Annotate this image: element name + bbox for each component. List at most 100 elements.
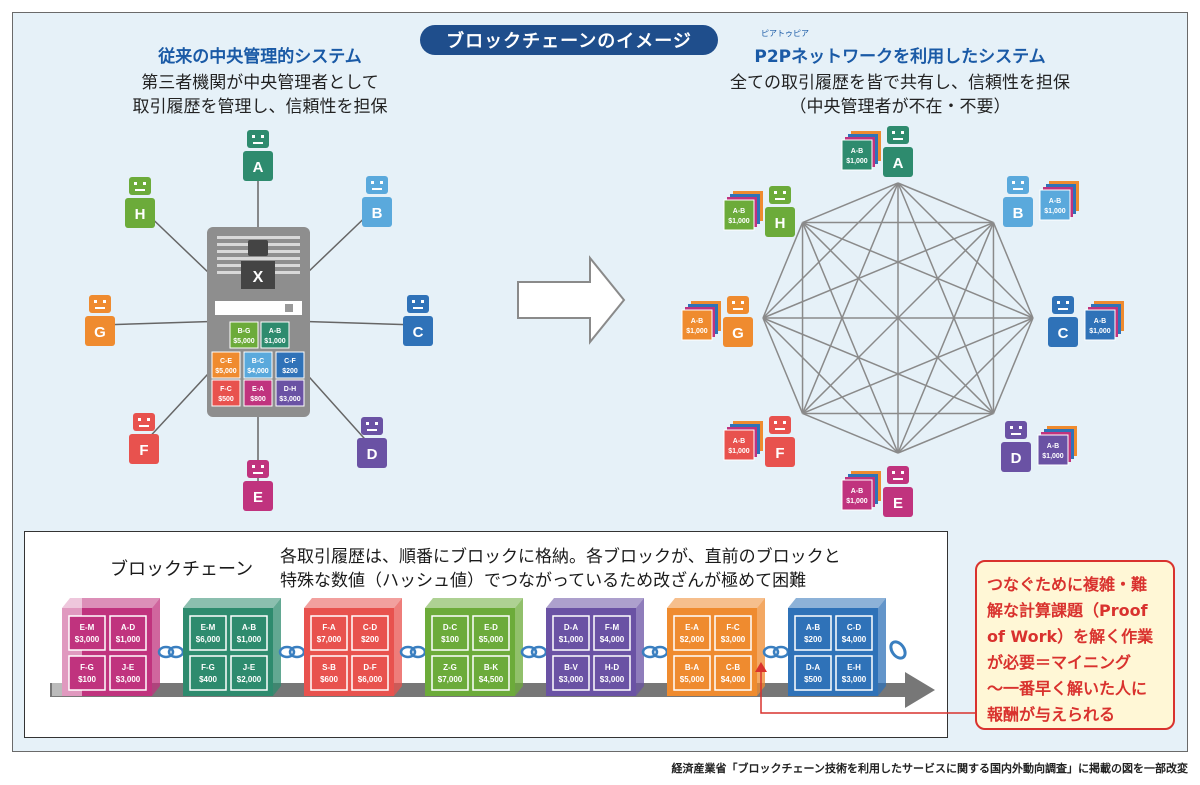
- ledger-block-f: A-B $1,000: [723, 421, 763, 461]
- server-ledger-entry: A-B$1,000: [260, 321, 290, 349]
- server-ledger-entry: C-F$200: [275, 351, 305, 379]
- person-b-p2p: B: [1003, 176, 1033, 227]
- blockchain-label: ブロックチェーン: [110, 559, 254, 580]
- central-system-diagram: XB-G$5,000A-B$1,000C-E$5,000B-C$4,000C-F…: [85, 130, 433, 511]
- person-g-central: G: [85, 295, 115, 346]
- svg-text:$500: $500: [804, 675, 822, 684]
- svg-text:$4,000: $4,000: [247, 368, 269, 375]
- node-label: F: [775, 445, 784, 462]
- central-system-desc-1: 第三者機関が中央管理者として: [141, 73, 379, 93]
- svg-text:C-F: C-F: [284, 358, 296, 365]
- person-g-p2p: G: [723, 296, 753, 347]
- svg-text:D-A: D-A: [564, 623, 578, 632]
- server-ledger-entry: E-A$800: [243, 379, 273, 407]
- svg-text:$600: $600: [320, 675, 338, 684]
- svg-text:$400: $400: [199, 675, 217, 684]
- ledger-block-e: A-B $1,000: [841, 471, 881, 511]
- node-label: H: [135, 206, 146, 223]
- chain-link: [520, 645, 538, 659]
- svg-text:$1,000: $1,000: [846, 498, 868, 505]
- node-label: C: [1058, 325, 1069, 342]
- person-e-p2p: E: [883, 466, 913, 517]
- server-ledger-entry: F-C $500: [211, 379, 241, 407]
- ledger-block-b: A-B$1,000: [1039, 181, 1079, 221]
- node-label: G: [94, 324, 106, 341]
- svg-text:$3,000: $3,000: [279, 396, 301, 403]
- svg-text:$5,000: $5,000: [215, 368, 237, 375]
- node-label: E: [253, 489, 263, 506]
- server-ledger-entry: C-E $5,000: [211, 351, 241, 379]
- svg-text:$2,000: $2,000: [237, 675, 262, 684]
- node-label: B: [372, 205, 383, 222]
- svg-text:D-F: D-F: [363, 663, 376, 672]
- svg-text:B-V: B-V: [564, 663, 578, 672]
- server-ledger-entry: B-C $4,000: [243, 351, 273, 379]
- svg-text:S-B: S-B: [322, 663, 336, 672]
- pow-line: つなぐために複雑・難: [987, 575, 1148, 594]
- svg-text:A-B: A-B: [806, 623, 820, 632]
- svg-text:A-B: A-B: [851, 488, 863, 495]
- svg-text:$200: $200: [361, 635, 379, 644]
- svg-text:$6,000: $6,000: [196, 635, 221, 644]
- svg-text:$3,000: $3,000: [116, 675, 141, 684]
- svg-text:$3,000: $3,000: [559, 675, 584, 684]
- p2p-system-desc-1: 全ての取引履歴を皆で共有し、信頼性を担保: [730, 73, 1070, 93]
- chain-link: [399, 645, 417, 659]
- p2p-ruby: ピアトゥピア: [761, 29, 809, 38]
- svg-text:B-C: B-C: [252, 358, 264, 365]
- person-f-p2p: F: [765, 416, 795, 467]
- pow-line: of Work）を解く作業: [987, 627, 1154, 646]
- svg-text:J-E: J-E: [243, 663, 256, 672]
- svg-text:$1,000: $1,000: [846, 158, 868, 165]
- server-ledger-entry: D-H$3,000: [275, 379, 305, 407]
- svg-text:A-D: A-D: [121, 623, 135, 632]
- svg-text:$500: $500: [218, 396, 234, 403]
- ledger-block-d: A-B$1,000: [1037, 426, 1077, 466]
- svg-text:$4,000: $4,000: [721, 675, 746, 684]
- p2p-system-desc-2: （中央管理者が不在・不要）: [789, 97, 1011, 117]
- source-credit: 経済産業省「ブロックチェーン技術を利用したサービスに関する国内外動向調査」に掲載…: [671, 762, 1188, 775]
- blockchain-desc-2: 特殊な数値（ハッシュ値）でつながっているため改ざんが極めて困難: [280, 571, 807, 591]
- svg-text:$1,000: $1,000: [728, 218, 750, 225]
- svg-text:A-B: A-B: [733, 438, 745, 445]
- server-label: X: [253, 269, 264, 286]
- svg-text:$1,000: $1,000: [264, 338, 286, 345]
- svg-text:$3,000: $3,000: [600, 675, 625, 684]
- svg-text:E-H: E-H: [847, 663, 861, 672]
- svg-text:$6,000: $6,000: [358, 675, 383, 684]
- svg-text:A-B: A-B: [1094, 318, 1106, 325]
- svg-text:E-A: E-A: [252, 386, 264, 393]
- svg-text:B-A: B-A: [685, 663, 699, 672]
- svg-text:$1,000: $1,000: [1044, 208, 1066, 215]
- svg-text:F-M: F-M: [605, 623, 620, 632]
- svg-text:C-E: C-E: [220, 358, 232, 365]
- svg-text:$3,000: $3,000: [721, 635, 746, 644]
- node-label: D: [1011, 450, 1022, 467]
- svg-text:$100: $100: [441, 635, 459, 644]
- svg-text:F-C: F-C: [220, 386, 232, 393]
- svg-text:$1,000: $1,000: [559, 635, 584, 644]
- svg-text:F-G: F-G: [201, 663, 215, 672]
- svg-text:D-A: D-A: [806, 663, 820, 672]
- chain-link: [278, 645, 296, 659]
- svg-text:E-A: E-A: [685, 623, 699, 632]
- p2p-mesh: [762, 182, 1034, 454]
- pow-line: 報酬が与えられる: [987, 705, 1116, 724]
- svg-text:$1,000: $1,000: [728, 448, 750, 455]
- svg-text:A-B: A-B: [691, 318, 703, 325]
- pow-line: 〜一番早く解いた人に: [987, 679, 1148, 698]
- node-label: C: [413, 324, 424, 341]
- svg-text:$5,000: $5,000: [479, 635, 504, 644]
- svg-text:C-D: C-D: [847, 623, 861, 632]
- svg-text:D-C: D-C: [443, 623, 457, 632]
- node-label: A: [893, 155, 904, 172]
- person-h-central: H: [125, 177, 155, 228]
- person-e-central: E: [243, 460, 273, 511]
- svg-text:$2,000: $2,000: [680, 635, 705, 644]
- person-d-central: D: [357, 417, 387, 468]
- chain-link: [641, 645, 659, 659]
